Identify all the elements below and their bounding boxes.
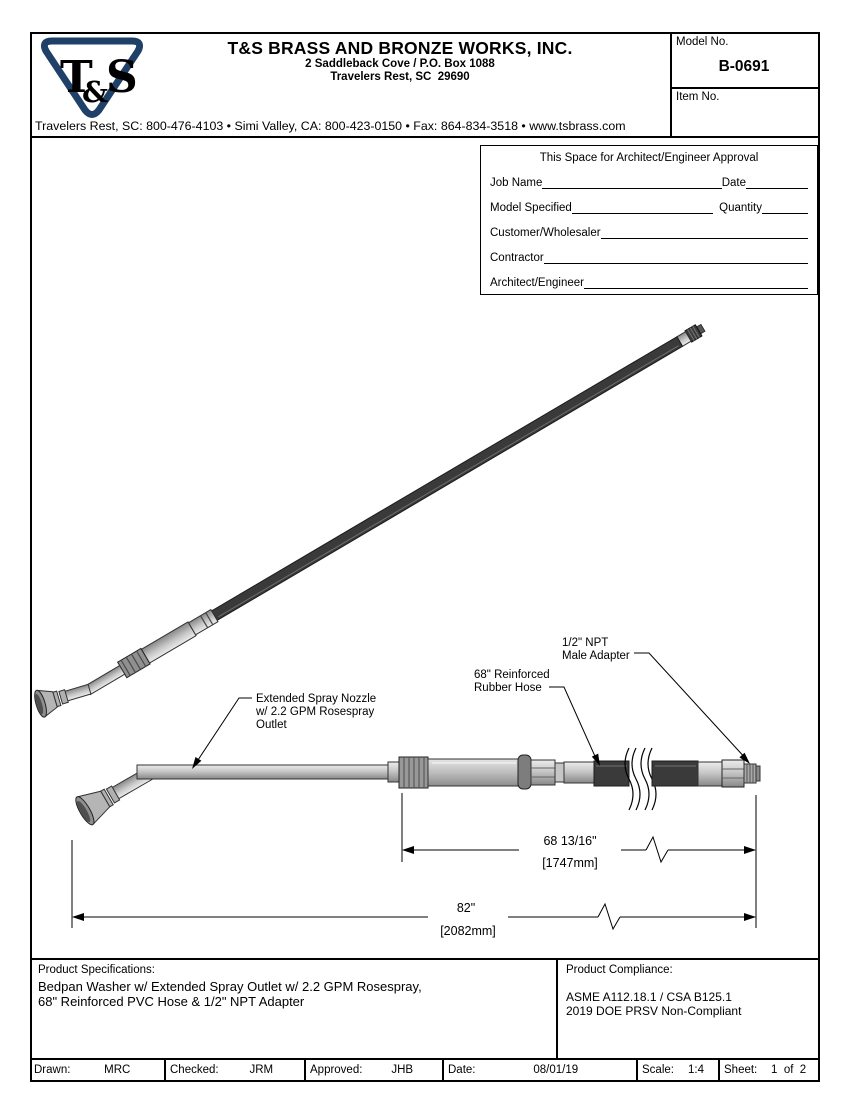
approval-row-jobname: Job Name Date xyxy=(490,175,808,189)
company-header: T&S BRASS AND BRONZE WORKS, INC. 2 Saddl… xyxy=(140,38,660,85)
nozzle-label-line3: Outlet xyxy=(256,719,287,731)
approval-row-customer: Customer/Wholesaler xyxy=(490,225,808,239)
contractor-label: Contractor xyxy=(490,252,544,264)
scale-value: 1:4 xyxy=(687,1064,704,1076)
nozzle-label-line2: w/ 2.2 GPM Rosespray xyxy=(255,706,374,718)
spray-bell-stowed xyxy=(34,683,92,718)
contractor-field[interactable] xyxy=(543,251,808,264)
hose-label-line2: Rubber Hose xyxy=(474,682,542,694)
product-specifications-box: Product Specifications: Bedpan Washer w/… xyxy=(30,958,558,1058)
logo-triangle xyxy=(41,37,143,118)
approval-row-model: Model Specified Quantity xyxy=(490,200,808,214)
customer-label: Customer/Wholesaler xyxy=(490,227,601,239)
approved-label: Approved: xyxy=(310,1064,363,1076)
logo-letter-t: T xyxy=(60,52,93,103)
date-field-value: 08/01/19 xyxy=(533,1064,579,1076)
page-border xyxy=(30,32,820,1082)
footer-cell-drawn: Drawn: MRC xyxy=(30,1060,166,1080)
model-specified-field[interactable] xyxy=(571,201,714,214)
hose-assembly-deployed-view xyxy=(75,747,761,826)
architect-label: Architect/Engineer xyxy=(490,277,584,289)
header-divider xyxy=(30,136,820,138)
rubber-hose-segment-2 xyxy=(651,760,699,787)
compliance-line1: ASME A112.18.1 / CSA B125.1 xyxy=(566,990,732,1004)
compliance-title: Product Compliance: xyxy=(566,964,673,976)
npt-tip-cap xyxy=(755,765,761,782)
specs-title: Product Specifications: xyxy=(38,964,155,976)
model-box-divider xyxy=(670,32,672,137)
dimension-total-length xyxy=(71,840,756,931)
company-name: T&S BRASS AND BRONZE WORKS, INC. xyxy=(227,38,573,58)
footer-cell-scale: Scale: 1:4 xyxy=(638,1060,720,1080)
sheet-value: 1 of 2 xyxy=(771,1064,807,1076)
job-name-field[interactable] xyxy=(542,176,722,189)
quantity-label: Quantity xyxy=(719,202,762,214)
specs-line2: 68" Reinforced PVC Hose & 1/2" NPT Adapt… xyxy=(38,994,305,1010)
quantity-field[interactable] xyxy=(762,201,808,214)
dim-hose-mm: [1747mm] xyxy=(542,856,598,870)
item-no-label: Item No. xyxy=(676,91,720,103)
date-field[interactable] xyxy=(746,176,808,189)
customer-field[interactable] xyxy=(600,226,808,239)
hex-nut xyxy=(530,759,556,786)
logo-letter-s: S xyxy=(106,52,138,103)
dim-total-mm: [2082mm] xyxy=(440,924,496,938)
company-address-line2: Travelers Rest, SC 29690 xyxy=(330,71,470,84)
footer-cell-approved: Approved: JHB xyxy=(306,1060,444,1080)
sheet-label: Sheet: xyxy=(724,1064,758,1076)
contact-info: Travelers Rest, SC: 800-476-4103 • Simi … xyxy=(35,119,626,133)
footer-cell-date: Date: 08/01/19 xyxy=(444,1060,638,1080)
hose-assembly-stowed-view xyxy=(34,323,706,718)
model-item-divider xyxy=(670,87,820,89)
callout-adapter xyxy=(634,652,750,764)
hose-break-symbol xyxy=(624,747,657,811)
checked-value: JRM xyxy=(249,1064,274,1076)
dim-total-inches: 82" xyxy=(457,901,475,915)
approval-box: This Space for Architect/Engineer Approv… xyxy=(480,145,818,295)
nozzle-label-line1: Extended Spray Nozzle xyxy=(256,693,376,705)
callout-nozzle xyxy=(192,697,252,769)
date-label: Date xyxy=(721,177,746,189)
company-address-line1: 2 Saddleback Cove / P.O. Box 1088 xyxy=(305,58,495,71)
footer-cell-checked: Checked: JRM xyxy=(166,1060,306,1080)
drawn-value: MRC xyxy=(104,1064,131,1076)
adapter-label-line1: 1/2" NPT xyxy=(562,637,608,649)
compliance-line2: 2019 DOE PRSV Non-Compliant xyxy=(566,1004,742,1019)
dimension-hose-length xyxy=(401,793,757,928)
adapter-label-line2: Male Adapter xyxy=(562,650,630,662)
drawn-label: Drawn: xyxy=(34,1064,71,1076)
callout-hose xyxy=(549,686,600,766)
approval-row-architect: Architect/Engineer xyxy=(490,275,808,289)
scale-label: Scale: xyxy=(642,1064,674,1076)
specs-line1: Bedpan Washer w/ Extended Spray Outlet w… xyxy=(38,979,422,994)
title-block-footer: Drawn: MRC Checked: JRM Approved: JHB Date:… xyxy=(30,1058,820,1080)
approval-row-contractor: Contractor xyxy=(490,250,808,264)
rubber-hose-segment-1 xyxy=(593,760,630,787)
date-field-label: Date: xyxy=(448,1064,476,1076)
logo-letter-amp: & xyxy=(82,75,108,109)
approval-title: This Space for Architect/Engineer Approv… xyxy=(539,152,759,164)
checked-label: Checked: xyxy=(170,1064,219,1076)
approved-value: JHB xyxy=(391,1064,414,1076)
product-compliance-box: Product Compliance: ASME A112.18.1 / CSA… xyxy=(558,958,820,1058)
dim-hose-inches: 68 13/16" xyxy=(543,834,596,848)
job-name-label: Job Name xyxy=(490,177,543,189)
footer-cell-sheet: Sheet: 1 of 2 xyxy=(720,1060,820,1080)
ts-brass-logo: T & S xyxy=(41,37,143,118)
model-specified-label: Model Specified xyxy=(490,202,572,214)
architect-field[interactable] xyxy=(583,276,808,289)
model-no-label: Model No. xyxy=(676,36,729,48)
hose-label-line1: 68" Reinforced xyxy=(474,669,550,681)
model-no-value: B-0691 xyxy=(718,58,770,75)
